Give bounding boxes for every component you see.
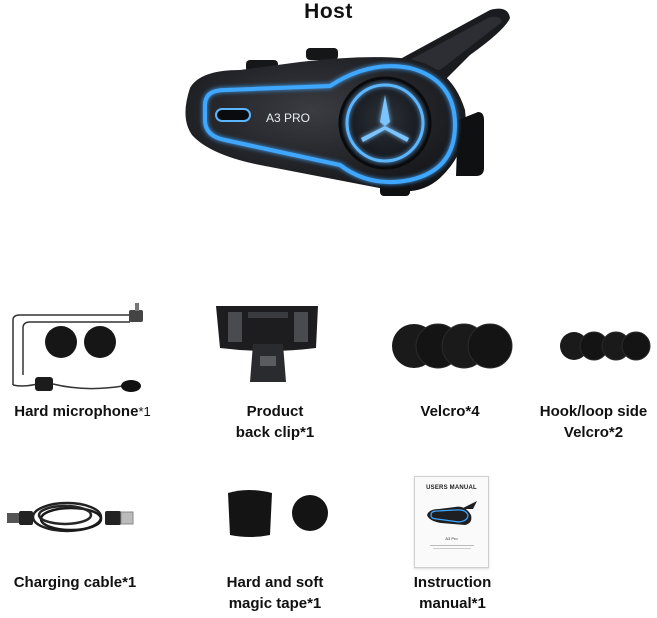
back-clip-image — [216, 306, 318, 382]
caption-charging-cable: Charging cable*1 — [13, 574, 137, 591]
caption-back-clip: Product back clip*1 — [235, 403, 315, 441]
caption-hard-microphone: Hard microphone*1 — [14, 403, 151, 420]
instruction-manual-image: USERS MANUAL A3 Pro — [414, 476, 489, 568]
caption-hook-loop-velcro: Hook/loop side Velcro*2 — [539, 403, 648, 441]
hard-microphone-image — [12, 303, 143, 392]
charging-cable-image — [7, 501, 134, 533]
velcro-image — [392, 323, 513, 369]
host-device-image: A3 PRO — [185, 8, 510, 196]
caption-magic-tape: Hard and soft magic tape*1 — [226, 574, 324, 612]
speaker-right — [84, 326, 116, 358]
top-button-right — [306, 48, 338, 60]
hook-loop-velcro-image — [560, 331, 651, 361]
host-title: Host — [304, 0, 353, 23]
three-point-star-icon — [361, 95, 409, 142]
manual-device-label: A3 Pro — [445, 536, 458, 541]
manual-cover-title: USERS MANUAL — [426, 485, 477, 491]
led-glow-strip — [203, 64, 458, 185]
mic-head — [121, 380, 141, 392]
indicator-pill — [215, 108, 251, 122]
caption-instruction-manual: Instruction manual*1 — [413, 574, 492, 612]
device-brand-label: A3 PRO — [266, 111, 310, 125]
speaker-left — [45, 326, 77, 358]
caption-velcro: Velcro*4 — [420, 403, 480, 420]
magic-tape-image — [228, 490, 328, 537]
